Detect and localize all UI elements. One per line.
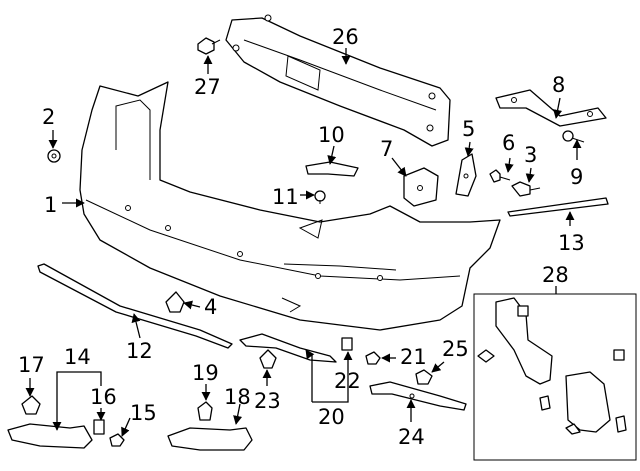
screw-11 xyxy=(314,190,326,204)
callout-21: 21 xyxy=(400,345,427,369)
callout-3: 3 xyxy=(524,143,537,167)
clip-22 xyxy=(341,337,353,351)
callout-11: 11 xyxy=(272,185,299,209)
callout-4: 4 xyxy=(204,295,217,319)
callout-5: 5 xyxy=(462,117,475,141)
fastener-19 xyxy=(197,401,213,421)
callout-7: 7 xyxy=(380,137,393,161)
callout-12: 12 xyxy=(126,339,153,363)
clip-4 xyxy=(165,291,185,313)
reflector-18 xyxy=(167,427,253,451)
clip-16 xyxy=(93,419,105,435)
callout-28: 28 xyxy=(542,263,569,287)
callout-20: 20 xyxy=(318,405,345,429)
callout-14: 14 xyxy=(64,345,91,369)
callout-15: 15 xyxy=(130,401,157,425)
callout-24: 24 xyxy=(398,425,425,449)
callout-1: 1 xyxy=(44,193,57,217)
fastener-23 xyxy=(259,349,277,369)
callout-10: 10 xyxy=(318,123,345,147)
callout-9: 9 xyxy=(570,165,583,189)
bumper-cover xyxy=(79,81,501,331)
mud-flap-kit-28 xyxy=(473,293,637,461)
callout-26: 26 xyxy=(332,25,359,49)
callout-13: 13 xyxy=(558,231,585,255)
callout-19: 19 xyxy=(192,361,219,385)
clip-2 xyxy=(47,149,61,163)
screw-9 xyxy=(562,130,585,143)
leader-lines xyxy=(25,48,582,437)
lower-strip-12 xyxy=(37,263,233,349)
bolt-21 xyxy=(365,351,381,365)
callout-18: 18 xyxy=(224,385,251,409)
callout-23: 23 xyxy=(254,389,281,413)
fastener-17 xyxy=(21,395,41,415)
callout-6: 6 xyxy=(502,131,515,155)
bolt-3 xyxy=(511,181,541,197)
callout-numbers: 1 2 3 4 5 6 7 8 9 10 11 12 13 14 15 16 1… xyxy=(18,25,585,449)
bracket-7 xyxy=(403,167,439,207)
bolt-6 xyxy=(489,169,511,183)
bumper-reinforcement-beam xyxy=(225,14,451,147)
callout-17: 17 xyxy=(18,353,45,377)
reflector-24 xyxy=(369,381,467,411)
callout-27: 27 xyxy=(194,75,221,99)
bracket-5 xyxy=(455,153,477,197)
bolt-25 xyxy=(415,369,433,385)
molding-13 xyxy=(507,197,609,217)
bracket-20 xyxy=(239,333,337,363)
reflector-14 xyxy=(7,423,93,449)
bolt-15 xyxy=(109,433,125,447)
callout-25: 25 xyxy=(442,337,469,361)
callout-16: 16 xyxy=(90,385,117,409)
callout-8: 8 xyxy=(552,73,565,97)
bracket-10 xyxy=(305,161,359,177)
callout-22: 22 xyxy=(334,369,361,393)
side-bracket-8 xyxy=(495,89,607,127)
bolt-27 xyxy=(197,37,221,55)
callout-2: 2 xyxy=(42,105,55,129)
